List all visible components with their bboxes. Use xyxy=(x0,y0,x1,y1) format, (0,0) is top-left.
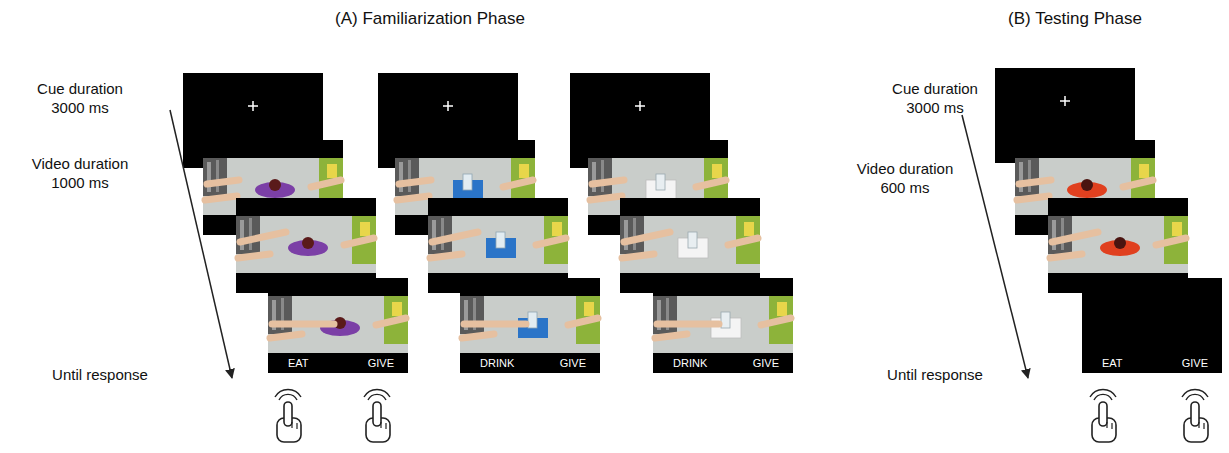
response-option: GIVE xyxy=(1182,356,1208,370)
response-option: GIVE xyxy=(560,356,586,370)
response-option: EAT xyxy=(1102,356,1123,370)
timing-label: Video duration 1000 ms xyxy=(25,155,135,193)
timing-label: Cue duration 3000 ms xyxy=(30,80,130,118)
response-option: GIVE xyxy=(753,356,779,370)
hand-icon xyxy=(275,389,1208,442)
response-option: EAT xyxy=(288,356,309,370)
trial-sequence xyxy=(995,68,1222,373)
response-screen: DRINK GIVE xyxy=(460,278,600,373)
time-arrow xyxy=(170,110,232,378)
response-screen: EAT GIVE xyxy=(268,278,408,373)
response-option: DRINK xyxy=(480,356,514,370)
timing-label: Until response xyxy=(30,366,170,385)
response-option: DRINK xyxy=(673,356,707,370)
timing-label: Cue duration 3000 ms xyxy=(885,80,985,118)
timing-label: Until response xyxy=(865,366,1005,385)
trial-sequence xyxy=(378,73,600,373)
timing-label: Video duration 600 ms xyxy=(850,160,960,198)
phase-title: (A) Familiarization Phase xyxy=(280,8,580,29)
response-screen: DRINK GIVE xyxy=(653,278,793,373)
time-arrow xyxy=(962,115,1028,378)
trial-sequence xyxy=(570,73,793,373)
response-option: GIVE xyxy=(368,356,394,370)
trial-sequence xyxy=(183,73,408,373)
response-screen: EAT GIVE xyxy=(1082,278,1222,373)
phase-title: (B) Testing Phase xyxy=(975,8,1175,29)
